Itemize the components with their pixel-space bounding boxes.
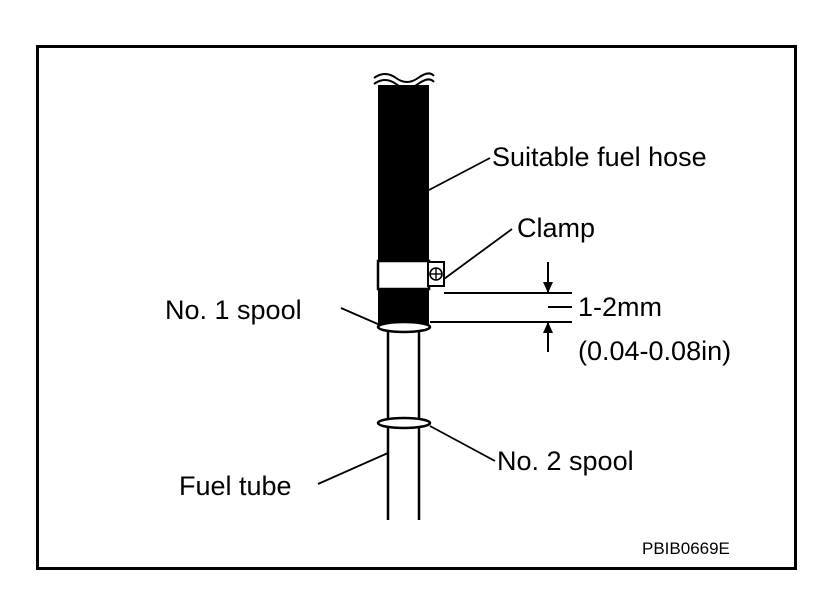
clamp-band [376,259,431,291]
label-no-2-spool: No. 2 spool [497,446,634,476]
label-clamp: Clamp [517,213,595,243]
label-dimension-in: (0.04-0.08in) [578,336,731,366]
leader-lines [317,157,513,485]
label-fuel-tube: Fuel tube [179,471,292,501]
dimension-lines [430,262,572,352]
spool-2 [376,416,432,430]
hose-break-marks [373,72,435,89]
spool-1 [376,320,432,334]
label-no-1-spool: No. 1 spool [165,295,302,325]
figure-code: PBIB0669E [642,539,730,558]
label-suitable-fuel-hose: Suitable fuel hose [492,142,707,172]
label-dimension-mm: 1-2mm [578,292,662,322]
diagram-frame [36,45,797,570]
clamp-screw-icon [429,267,443,281]
dimension-arrows [543,282,553,333]
fuel-hose [378,85,429,327]
